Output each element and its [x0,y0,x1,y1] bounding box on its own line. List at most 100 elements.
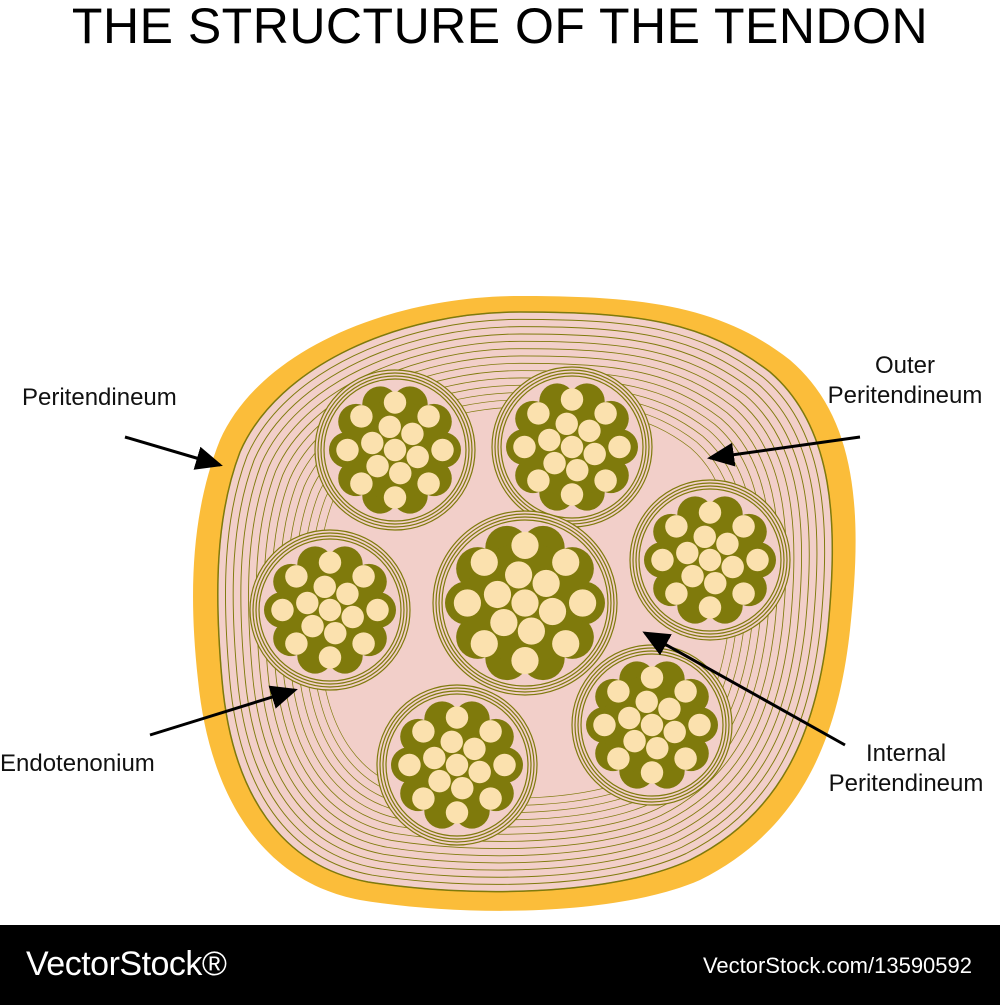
fascicle [629,479,791,641]
collagen-fibril [445,753,469,777]
collagen-fibril [665,582,688,605]
brand-logo: VectorStock® [26,945,227,983]
label-internal-peritendineum: Internal Peritendineum [812,739,1000,799]
collagen-fibril [560,435,584,459]
collagen-fibril [732,515,755,538]
collagen-fibril [674,747,697,770]
collagen-fibril [560,388,584,411]
fiber-line [271,362,779,842]
collagen-fibril [285,632,308,655]
collagen-fibril [640,761,664,784]
collagen-fibril [552,630,580,658]
label-outer-peritendineum: Outer Peritendineum [810,351,1000,411]
collagen-fibril [406,445,429,469]
collagen-fibril [608,435,631,459]
collagen-fibril [704,571,727,595]
collagen-fibril [341,605,364,629]
collagen-fibril [324,621,347,645]
collagen-fibril [511,531,539,560]
label-peritendineum-text: Peritendineum [22,384,177,411]
label-internal-line2: Peritendineum [828,770,984,797]
collagen-fibril [318,598,342,622]
collagen-fibril [511,647,539,675]
collagen-fibril [383,486,407,509]
label-peritendineum: Peritendineum [22,383,177,413]
fiber-line [248,340,802,864]
collagen-fibril [607,680,630,703]
collagen-fibril [538,428,561,452]
collagen-fibril [505,561,533,589]
collagen-fibril [688,713,711,737]
collagen-fibril [412,787,435,810]
collagen-fibril [361,431,384,455]
collagen-fibril [676,541,699,565]
collagen-fibril [698,596,722,619]
collagen-fibril [646,736,669,760]
collagen-fibril [350,405,373,428]
collagen-fibril [721,555,744,579]
collagen-fibril [479,787,502,810]
collagen-fibril [527,469,550,492]
image-id: VectorStock.com/13590592 [702,953,972,978]
collagen-fibril [423,746,446,770]
collagen-fibril [618,706,641,730]
collagen-fibril [463,737,486,761]
collagen-fibril [560,483,584,506]
collagen-fibril [313,575,336,599]
collagen-fibril [470,548,498,576]
collagen-fibril [378,415,401,439]
collagen-fibril [569,589,597,617]
label-outer-line1: Outer [874,352,936,379]
collagen-fibril [412,720,435,743]
fascicle [432,510,618,696]
collagen-fibril [398,753,421,777]
collagen-fibril [285,565,308,588]
collagen-fibril [513,435,536,459]
fiber-line [317,406,733,799]
collagen-fibril [428,769,451,793]
collagen-fibril [490,608,518,637]
label-endotenonium-text: Endotenonium [0,750,155,777]
collagen-fibril [698,501,722,524]
collagen-fibril [417,472,440,495]
collagen-fibril [336,438,359,462]
collagen-fibril [352,565,375,588]
collagen-fibril [635,690,658,714]
collagen-fibril [640,713,664,737]
label-internal-line1: Internal [865,740,947,767]
collagen-fibril [651,548,674,572]
collagen-fibril [594,469,617,492]
fiber-line [217,311,833,893]
fiber-line [240,333,810,871]
collagen-fibril [366,598,389,622]
collagen-fibril [301,614,324,638]
collagen-fibril [674,680,697,703]
collagen-fibril [479,720,502,743]
diagram-title: THE STRUCTURE OF THE TENDON [71,0,929,54]
collagen-fibril [271,598,294,622]
collagen-fibril [318,646,342,669]
collagen-fibril [640,666,664,689]
endotenonium-arrow [149,685,298,737]
fiber-line [286,377,764,828]
collagen-fibril [445,706,469,729]
collagen-fibril [352,632,375,655]
collagen-fibril [517,617,545,645]
collagen-fibril [431,438,454,462]
fiber-line [263,355,787,849]
collagen-fibril [511,589,539,617]
fascicle [571,644,733,806]
collagen-fibril [350,472,373,495]
collagen-fibril [658,697,681,721]
collagen-fibril [483,580,512,609]
fiber-line [232,326,818,878]
collagen-fibril [746,548,769,572]
collagen-fibril [417,405,440,428]
collagen-fibril [532,569,560,598]
collagen-fibril [593,713,616,737]
collagen-fibril [383,438,407,462]
collagen-fibril [296,591,319,615]
internal-peritendineum-arrow [642,631,846,747]
collagen-fibril [468,760,491,784]
collagen-fibril [578,419,601,443]
